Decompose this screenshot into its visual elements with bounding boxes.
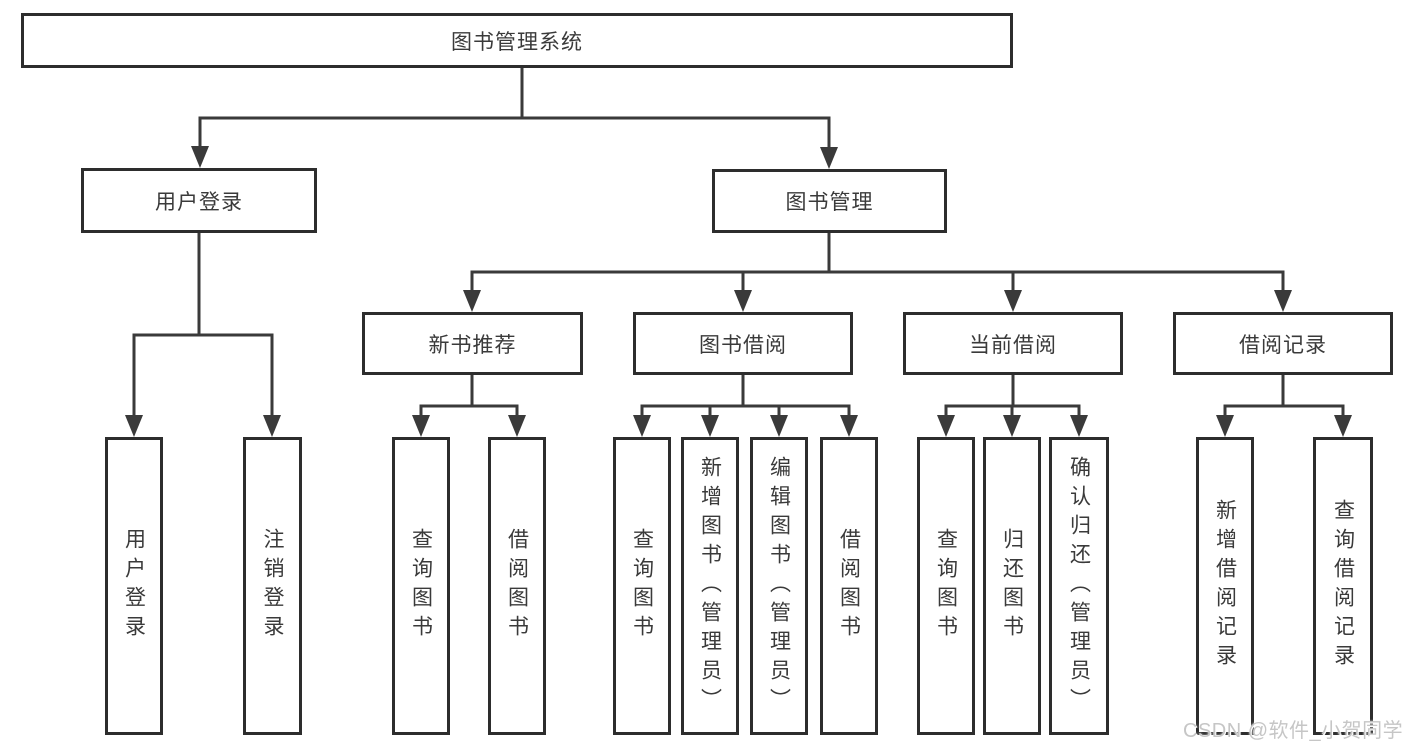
- node-label: 查询借阅记录: [1331, 499, 1355, 673]
- node-user-login: 用户登录: [81, 168, 317, 233]
- leaf-query-books-3: 查询图书: [917, 437, 975, 735]
- node-label: 查询图书: [934, 528, 958, 644]
- node-label: 查询图书: [630, 528, 654, 644]
- node-label: 查询图书: [409, 528, 433, 644]
- node-label: 确认归还（管理员）: [1067, 455, 1091, 717]
- node-label: 图书借阅: [699, 333, 787, 357]
- leaf-logout: 注销登录: [243, 437, 302, 735]
- node-label: 借阅图书: [837, 528, 861, 644]
- node-book-management: 图书管理: [712, 169, 947, 233]
- node-label: 图书管理: [785, 191, 874, 214]
- arrowheads: [125, 146, 1352, 437]
- leaf-edit-books-admin: 编辑图书（管理员）: [750, 437, 808, 735]
- leaf-add-books-admin: 新增图书（管理员）: [681, 437, 739, 735]
- node-book-borrow: 图书借阅: [633, 312, 853, 375]
- node-borrow-records: 借阅记录: [1173, 312, 1393, 375]
- node-label: 注销登录: [261, 528, 284, 644]
- node-label: 借阅记录: [1239, 333, 1327, 357]
- leaf-query-borrow-record: 查询借阅记录: [1313, 437, 1373, 735]
- node-new-book-recommend: 新书推荐: [362, 312, 583, 375]
- leaf-borrow-books-2: 借阅图书: [820, 437, 878, 735]
- leaf-return-books: 归还图书: [983, 437, 1041, 735]
- node-label: 编辑图书（管理员）: [767, 455, 791, 717]
- csdn-watermark: CSDN @软件_小贺同学: [1183, 720, 1404, 742]
- node-label: 归还图书: [1000, 528, 1024, 644]
- leaf-query-books-2: 查询图书: [613, 437, 671, 735]
- node-label: 新书推荐: [428, 333, 517, 357]
- node-current-borrow: 当前借阅: [903, 312, 1123, 375]
- leaf-confirm-return-admin: 确认归还（管理员）: [1049, 437, 1109, 735]
- node-label: 借阅图书: [505, 528, 529, 644]
- node-label: 当前借阅: [969, 333, 1057, 357]
- leaf-query-books-1: 查询图书: [392, 437, 450, 735]
- node-label: 用户登录: [122, 528, 146, 644]
- leaf-borrow-books-1: 借阅图书: [488, 437, 546, 735]
- node-label: 新增借阅记录: [1213, 499, 1237, 673]
- leaf-user-login: 用户登录: [105, 437, 163, 735]
- node-book-management-system: 图书管理系统: [21, 13, 1013, 68]
- node-label: 用户登录: [155, 190, 243, 214]
- node-label: 图书管理系统: [451, 30, 583, 54]
- leaf-add-borrow-record: 新增借阅记录: [1196, 437, 1254, 735]
- node-label: 新增图书（管理员）: [698, 455, 722, 717]
